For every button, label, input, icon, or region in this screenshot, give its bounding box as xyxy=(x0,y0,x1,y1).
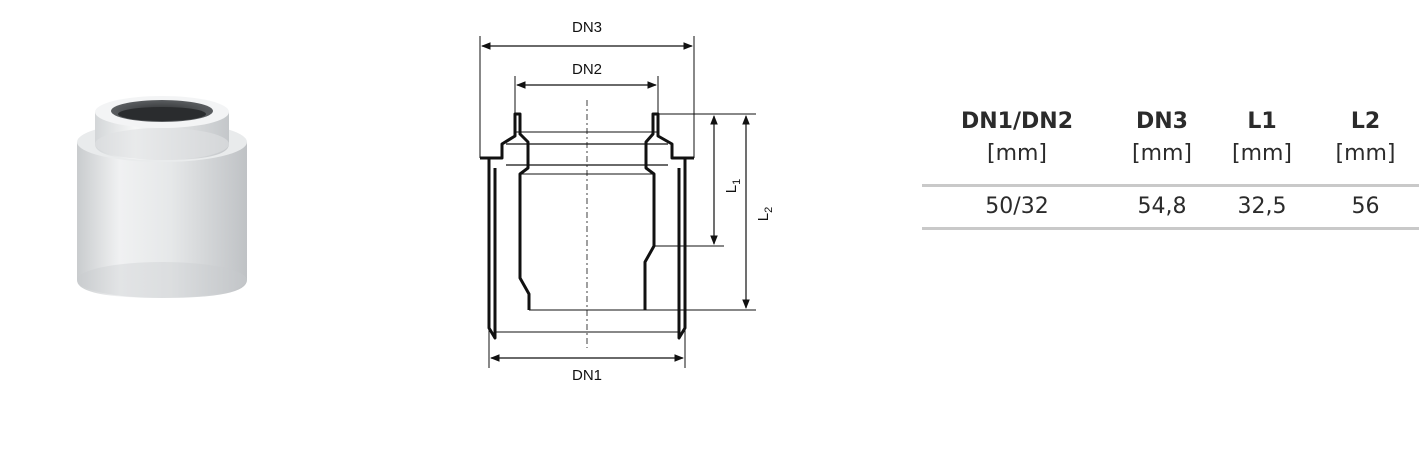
l1-subscript: 1 xyxy=(731,179,743,185)
l1-label: L xyxy=(723,185,740,193)
l2-label: L xyxy=(755,213,772,221)
l2-subscript: 2 xyxy=(763,207,775,213)
table-row: 50/32 54,8 32,5 56 xyxy=(922,185,1419,230)
header-unit: [mm] xyxy=(1131,141,1193,166)
header-l1: L1[mm] xyxy=(1212,100,1312,187)
dn1-label: DN1 xyxy=(572,367,602,384)
cell-l2: 56 xyxy=(1312,185,1419,230)
spec-header-row: DN1/DN2[mm] DN3[mm] L1[mm] L2[mm] xyxy=(922,100,1419,187)
fitting-section xyxy=(480,112,694,340)
header-unit: [mm] xyxy=(986,141,1048,166)
spec-table: DN1/DN2[mm] DN3[mm] L1[mm] L2[mm] 50/32 … xyxy=(922,100,1419,230)
l2-dimension: L2 xyxy=(645,113,775,311)
cell-dn3: 54,8 xyxy=(1112,185,1212,230)
cell-l1: 32,5 xyxy=(1212,185,1312,230)
svg-text:L2: L2 xyxy=(755,207,775,221)
product-photo xyxy=(77,96,247,298)
dn3-label: DN3 xyxy=(572,19,602,36)
header-l2: L2[mm] xyxy=(1312,100,1419,187)
svg-text:L1: L1 xyxy=(723,179,743,193)
dn2-dimension: DN2 xyxy=(514,61,659,126)
dn1-dimension: DN1 xyxy=(488,330,686,384)
dn3-dimension: DN3 xyxy=(479,19,695,158)
header-dn1-dn2: DN1/DN2[mm] xyxy=(922,100,1112,187)
header-unit: [mm] xyxy=(1335,141,1396,166)
dn2-label: DN2 xyxy=(572,61,602,78)
technical-drawing: DN3 DN2 L1 xyxy=(479,19,775,384)
cell-dn1-dn2: 50/32 xyxy=(922,185,1112,230)
l1-dimension: L1 xyxy=(654,113,743,247)
header-dn3: DN3[mm] xyxy=(1112,100,1212,187)
header-unit: [mm] xyxy=(1231,141,1293,166)
